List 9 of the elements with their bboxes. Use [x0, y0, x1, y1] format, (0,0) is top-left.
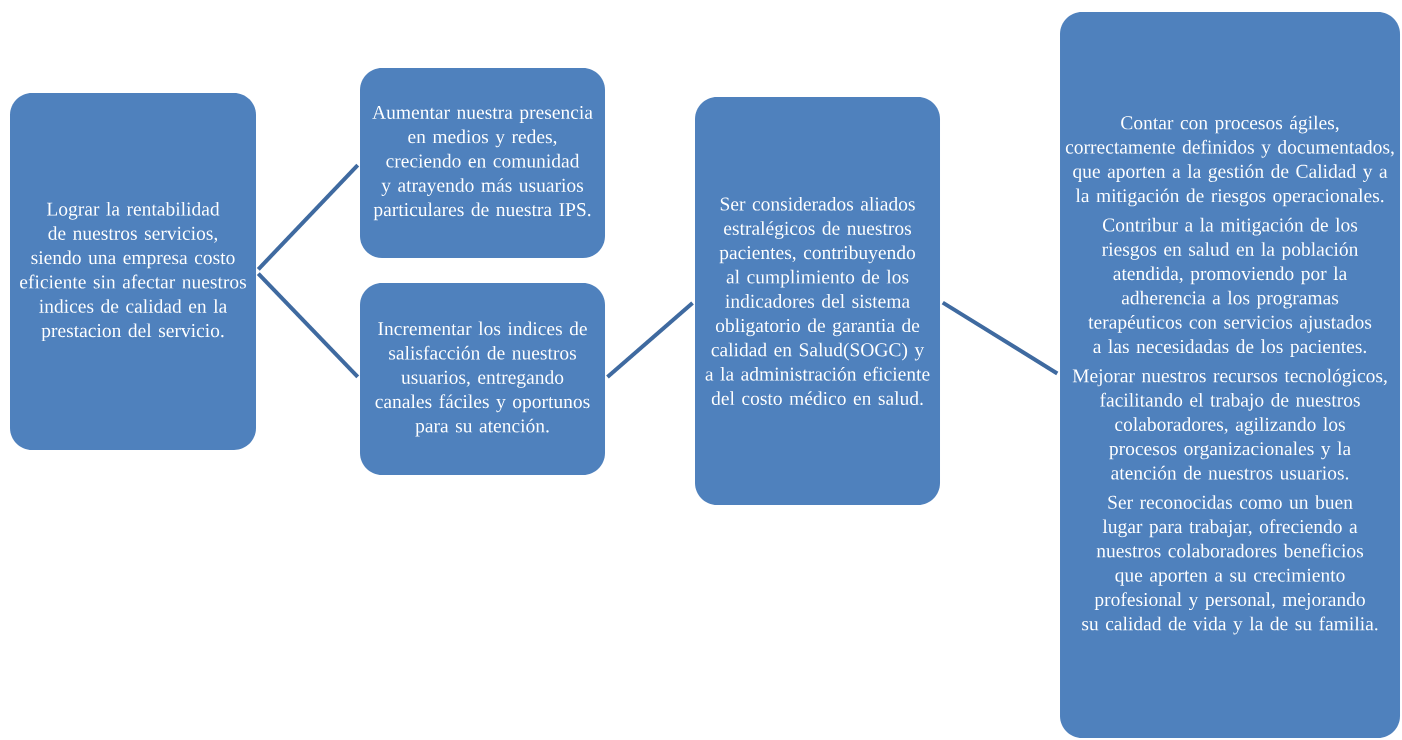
process-box: Contar con procesos ágiles, correctamente definidos y documentados, que aporten a la gestión de Calidad y a la mitigación de riesgos operacionales. Contribur a la mitigación de los riesgos en salud en la población atendida, promoviendo por la adherencia a los programas terapéuticos con servicios ajustados a las necesidadas de los pacientes. Mejorar nuestros recursos tecnológicos, facilitando el trabajo de nuestros colaboradores, agilizando los procesos organizacionales y la atención de nuestros usuarios. Ser reconocidas como un buen lugar para trabajar, ofreciendo a nuestros colaboradores beneficios que aporten a su crecimiento profesional y personal, mejorando su calidad de vida y la de su familia.	[1060, 12, 1400, 738]
connector-line	[606, 301, 694, 379]
connector-line	[256, 272, 360, 379]
process-box: Lograr la rentabilidad de nuestros servicios, siendo una empresa costo eficiente sin afectar nuestros indices de calidad en la prestacion del servicio.	[10, 93, 256, 450]
connector-line	[256, 163, 360, 271]
connector-line	[941, 300, 1059, 376]
process-box: Aumentar nuestra presencia en medios y redes, creciendo en comunidad y atrayendo más usuarios particulares de nuestra IPS.	[360, 68, 605, 258]
process-box: Ser considerados aliados estralégicos de nuestros pacientes, contribuyendo al cumplimiento de los indicadores del sistema obligatorio de garantia de calidad en Salud(SOGC) y a la administración eficiente del costo médico en salud.	[695, 97, 940, 505]
process-box: Incrementar los indices de salisfacción de nuestros usuarios, entregando canales fáciles y oportunos para su atención.	[360, 283, 605, 475]
